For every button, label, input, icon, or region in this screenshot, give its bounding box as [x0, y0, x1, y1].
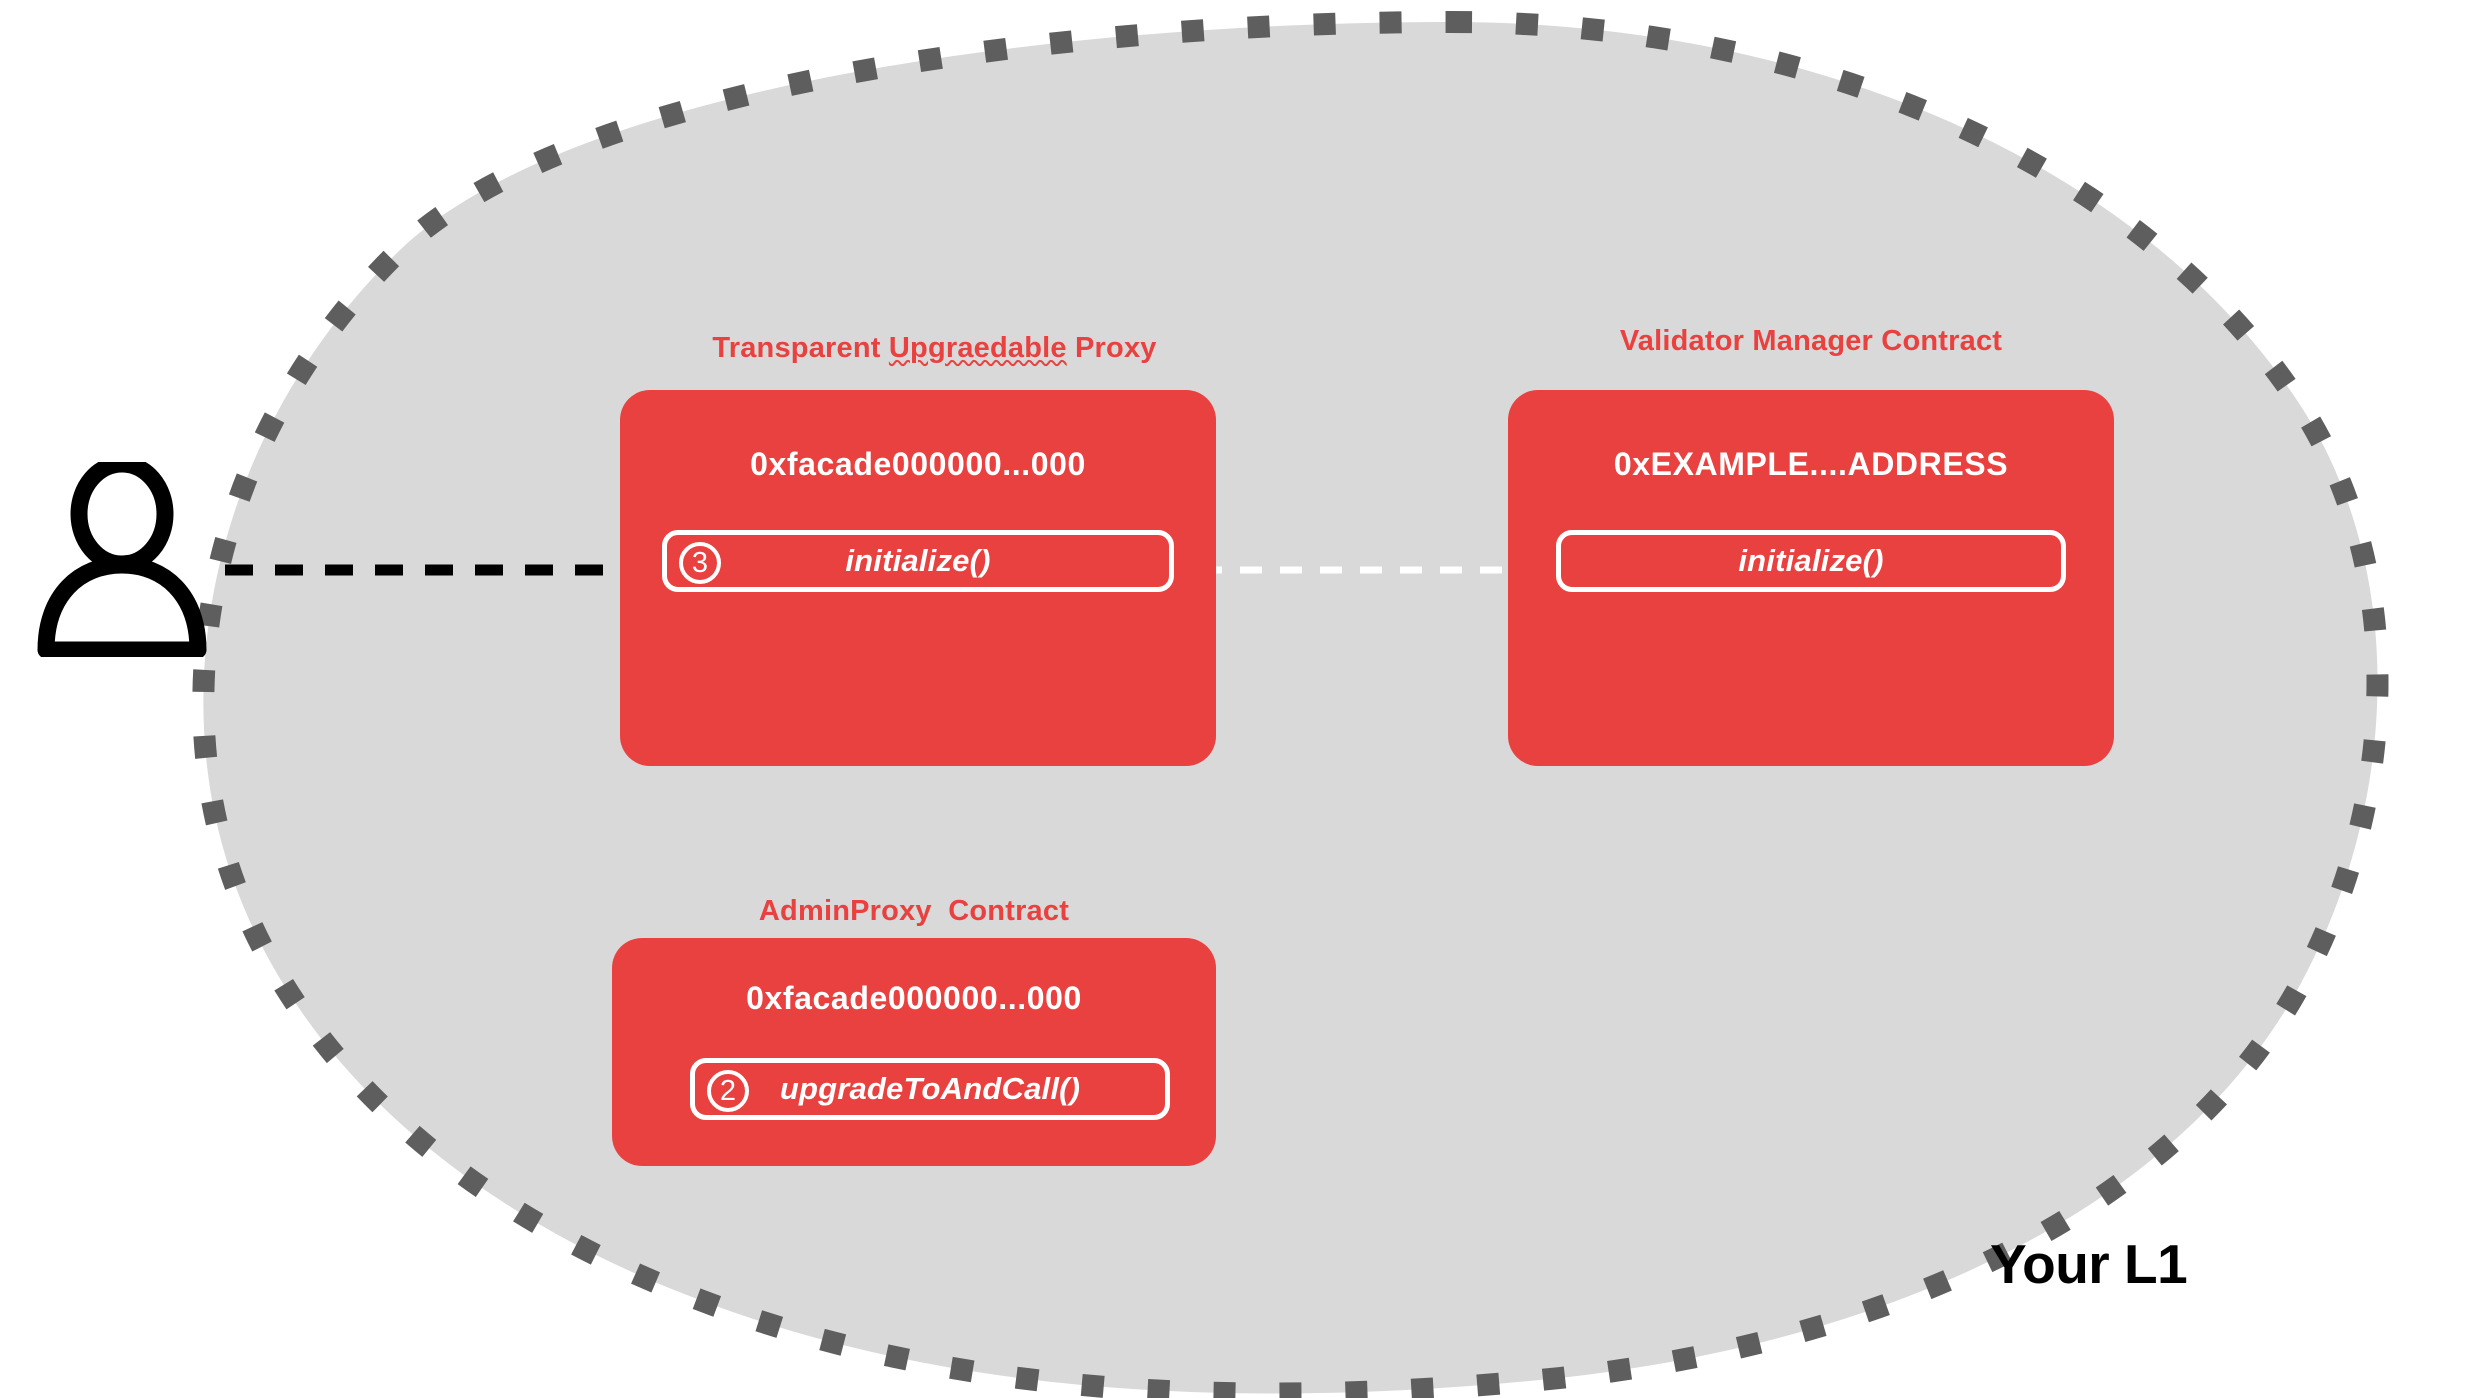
contract-title-line1-part1: Transparent: [712, 331, 889, 364]
contract-address-validator-manager: 0xEXAMPLE....ADDRESS: [1613, 446, 2009, 482]
user-head-icon: [70, 462, 174, 573]
contract-address-transparent-proxy: 0xfacade000000...000: [750, 446, 1086, 482]
contract-card-validator-manager[interactable]: 0xEXAMPLE....ADDRESS initialize(): [1508, 390, 2114, 766]
step-badge-2: 2: [707, 1070, 749, 1112]
method-button-initialize-proxy[interactable]: 3 initialize(): [662, 530, 1174, 592]
contract-title-misspelled-word: Upgraedable: [888, 331, 1067, 364]
method-label-initialize: initialize(): [1738, 543, 1884, 578]
step-badge-3: 3: [679, 542, 721, 584]
user-person-icon: [37, 462, 207, 657]
method-label-initialize: initialize(): [845, 543, 991, 578]
method-button-initialize-validator-manager[interactable]: initialize(): [1556, 530, 2066, 592]
contract-title-admin-proxy: AdminProxy Contract: [758, 895, 1070, 927]
contract-card-admin-proxy[interactable]: 0xfacade000000...000 2 upgradeToAndCall(…: [612, 938, 1216, 1166]
method-label-upgrade-to-and-call: upgradeToAndCall(): [779, 1071, 1081, 1106]
contract-card-transparent-proxy[interactable]: 0xfacade000000...000 3 initialize(): [620, 390, 1216, 766]
contract-title-validator-manager: Validator Manager Contract: [1619, 325, 2003, 357]
your-l1-label: Your L1: [1990, 1233, 2188, 1295]
user-body-icon: [37, 556, 207, 657]
method-button-upgrade-to-and-call[interactable]: 2 upgradeToAndCall(): [690, 1058, 1170, 1120]
contract-title-line1-part3: Proxy: [1066, 331, 1157, 364]
contract-address-admin-proxy: 0xfacade000000...000: [746, 980, 1082, 1016]
